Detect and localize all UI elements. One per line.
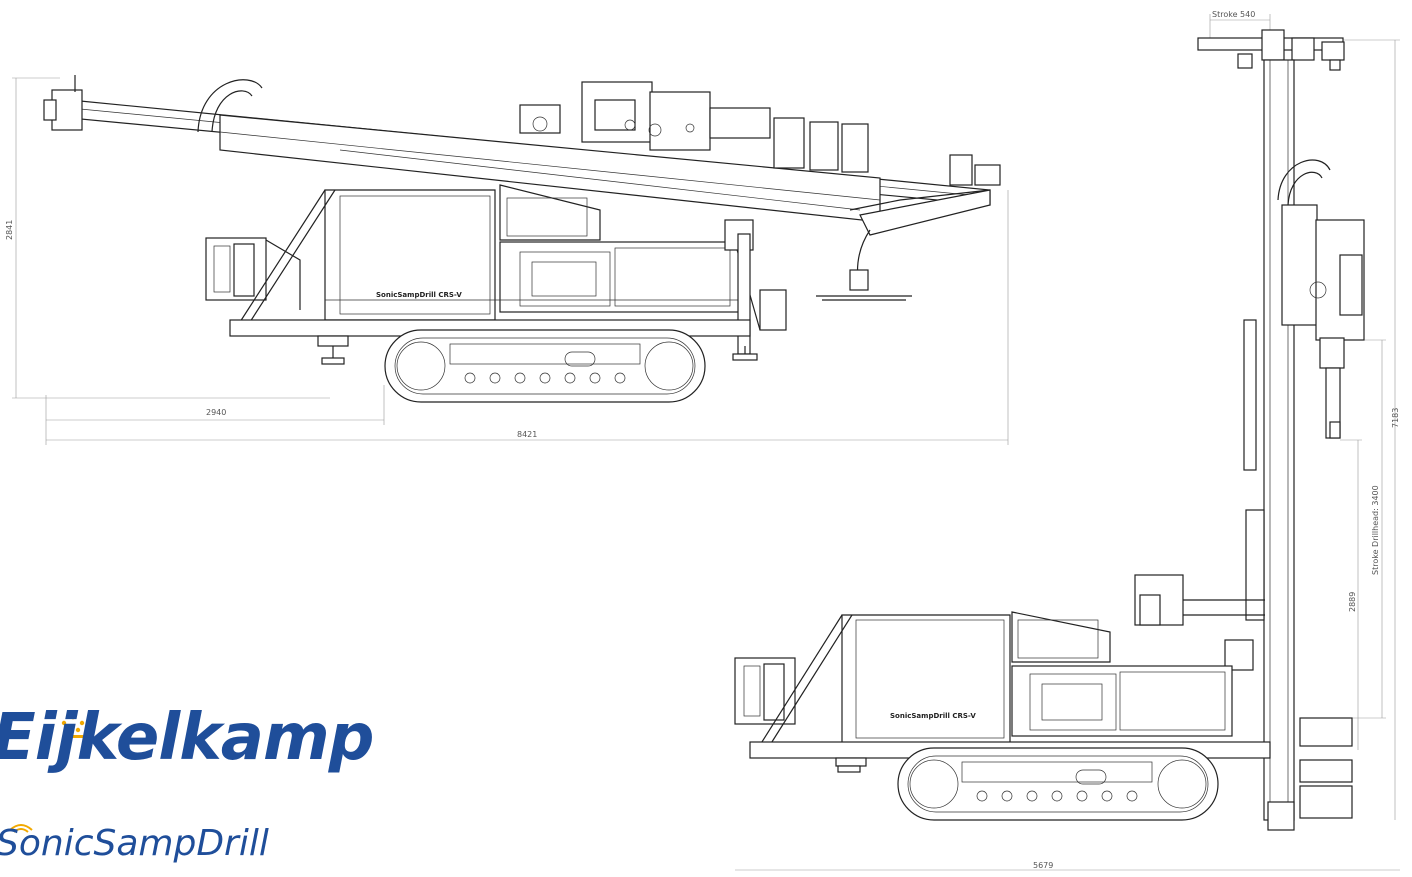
left-machine-label: SonicSampDrill CRS-V <box>376 291 462 299</box>
right-view-machine <box>734 14 1400 871</box>
right-dim-lower: 2889 <box>1348 592 1357 612</box>
right-dim-length: 5679 <box>1033 861 1053 870</box>
product-logo: SonicSampDrill <box>0 823 269 864</box>
left-dim-height: 2841 <box>5 220 14 240</box>
sonic-waves-icon <box>9 824 33 833</box>
left-view-machine <box>12 75 1009 445</box>
left-dim-length: 8421 <box>517 430 537 439</box>
crown-icon <box>61 714 85 738</box>
right-dim-stroke-drillhead: Stroke Drillhead: 3400 <box>1371 485 1380 575</box>
right-dim-height: 7183 <box>1391 408 1400 428</box>
right-dim-stroke-top: Stroke 540 <box>1212 10 1255 19</box>
left-dim-rear: 2940 <box>206 408 226 417</box>
right-machine-label: SonicSampDrill CRS-V <box>890 712 976 720</box>
brand-logo: Eijkelkamp <box>0 701 374 775</box>
